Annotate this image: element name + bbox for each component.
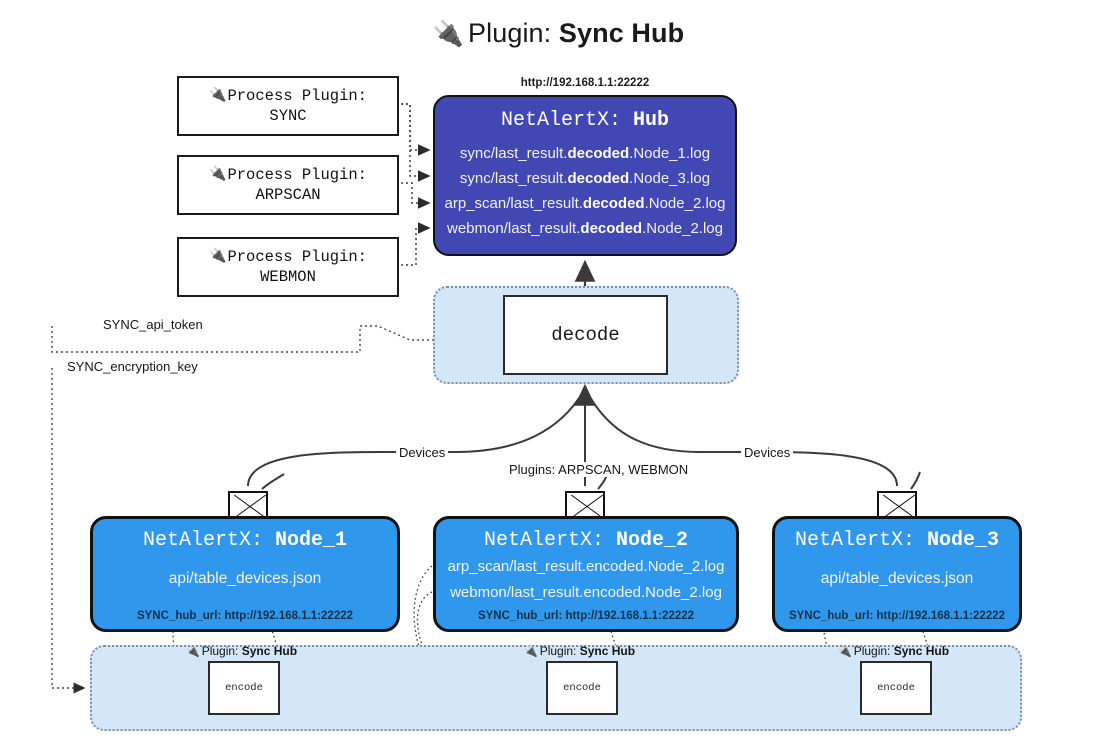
node-box-node-3[interactable]: NetAlertX: Node_3 api/table_devices.json… [772,516,1022,632]
sync-api-token-label: SYNC_api_token [100,317,206,332]
hub-title-name: Hub [633,109,670,132]
process-plugin-name: SYNC [269,107,307,125]
edge-arpscan-to-hub [396,182,431,209]
hub-title: NetAlertX: Hub [501,109,669,132]
plug-icon: 🔌 [432,20,465,48]
process-plugin-sync-box[interactable]: 🔌Process Plugin: SYNC [177,76,399,136]
process-plugin-label: Process Plugin: [227,87,367,105]
hub-log-line: arp_scan/last_result.decoded.Node_2.log [444,195,726,212]
edge-sync-to-hub [396,103,431,156]
node-title: NetAlertX: Node_1 [142,529,348,552]
page-title: 🔌Plugin: Sync Hub [0,18,1117,49]
node-line: api/table_devices.json [168,570,322,587]
hub-title-prefix: NetAlertX: [500,109,621,132]
node-box-node-2[interactable]: NetAlertX: Node_2 arp_scan/last_result.e… [433,516,739,632]
encoder-label-node-2: 🔌 Plugin: Sync Hub [524,644,636,658]
encode-box-node-1[interactable]: encode [208,661,280,715]
process-plugin-label: Process Plugin: [227,248,367,266]
node-url: SYNC_hub_url: http://192.168.1.1:22222 [477,610,695,622]
node-title: NetAlertX: Node_2 [483,529,689,552]
devices-right-label: Devices [741,445,794,460]
devices-left-label: Devices [396,445,449,460]
encode-box-node-2[interactable]: encode [546,661,618,715]
plug-icon: 🔌 [209,249,227,265]
page-title-prefix: Plugin: [468,18,552,48]
hub-log-line: sync/last_result.decoded.Node_3.log [459,170,711,187]
edge-sync-to-hub-2 [396,103,431,182]
plugins-center-label: Plugins: ARPSCAN, WEBMON [506,462,692,477]
stem-node1 [261,473,285,490]
sync-encryption-key-label: SYNC_encryption_key [64,359,201,374]
process-plugin-label: Process Plugin: [227,166,367,184]
node-box-node-1[interactable]: NetAlertX: Node_1 api/table_devices.json… [90,516,400,632]
plug-icon: 🔌 [209,167,227,183]
hub-log-line: sync/last_result.decoded.Node_1.log [459,145,711,162]
node-line: arp_scan/last_result.encoded.Node_2.log [447,558,725,575]
node-title: NetAlertX: Node_3 [794,529,1000,552]
encoder-label-node-3: 🔌 Plugin: Sync Hub [838,644,950,658]
hub-url-label: http://192.168.1.1:22222 [520,77,650,89]
encode-box-node-3[interactable]: encode [860,661,932,715]
decode-box[interactable]: decode [503,295,668,375]
plug-icon: 🔌 [209,88,227,104]
node-line: webmon/last_result.encoded.Node_2.log [450,584,722,601]
hub-box[interactable]: NetAlertX: Hub sync/last_result.decoded.… [433,95,737,256]
process-plugin-name: ARPSCAN [255,186,321,204]
plug-icon: 🔌 [838,645,852,658]
node-url: SYNC_hub_url: http://192.168.1.1:22222 [136,610,354,622]
stem-node3 [910,471,921,490]
plug-icon: 🔌 [524,645,538,658]
encoder-label-node-1: 🔌 Plugin: Sync Hub [186,644,298,658]
node-url: SYNC_hub_url: http://192.168.1.1:22222 [788,610,1006,622]
process-plugin-webmon-box[interactable]: 🔌Process Plugin: WEBMON [177,237,399,297]
node-line: api/table_devices.json [820,570,974,587]
plug-icon: 🔌 [186,645,200,658]
page-title-name: Sync Hub [558,18,685,48]
edge-webmon-to-hub [396,222,431,266]
process-plugin-name: WEBMON [260,268,316,286]
edge-encryption-key-to-band [51,368,86,694]
hub-log-line: webmon/last_result.decoded.Node_2.log [447,220,723,237]
process-plugin-arpscan-box[interactable]: 🔌Process Plugin: ARPSCAN [177,155,399,215]
